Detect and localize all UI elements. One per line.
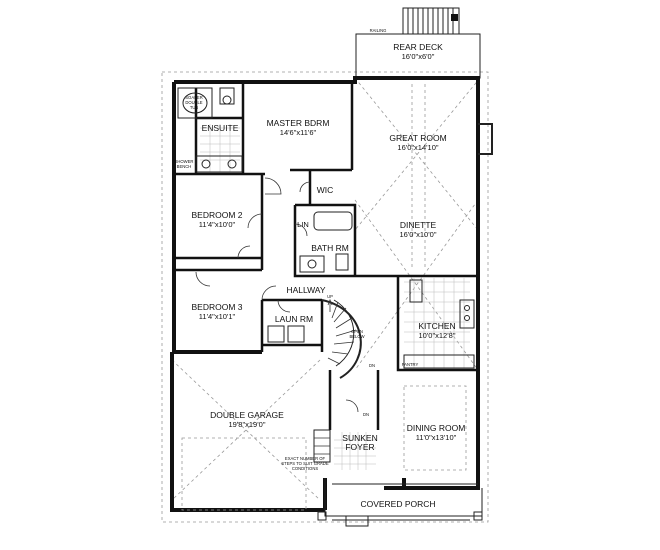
tub-label-3: TUB [190,105,199,110]
dining-dim: 11'0"x13'10" [416,433,457,442]
bedroom2-dim: 11'4"x10'0" [199,220,236,229]
garage-name: DOUBLE GARAGE [210,410,284,420]
bedroom3-name: BEDROOM 3 [191,302,242,312]
kitchen-fixtures [403,279,475,369]
great-room-name: GREAT ROOM [389,133,446,143]
hallway-label: HALLWAY [286,285,325,295]
stair-dn-label: DN [369,363,375,368]
kitchen-tiles [404,278,470,368]
ensuite-tiles [200,124,240,172]
master-name: MASTER BDRM [267,118,330,128]
laundry-fixtures [267,325,305,343]
dining-ceiling-outline [403,385,467,471]
porch [317,478,483,527]
curved-stair [321,298,362,379]
foyer-steps [313,429,331,463]
roof-outline [161,71,489,523]
railing-label: RAILING [370,28,387,33]
steps-note-2: STEPS TO SUIT GRADE [281,461,328,466]
open-below-2: BELOW [349,334,364,339]
tub-label-1: SOAKER [185,95,202,100]
foyer-tiles [334,432,376,470]
open-below-1: OPEN [351,329,363,334]
kitchen-name: KITCHEN [418,321,455,331]
dinette-name: DINETTE [400,220,437,230]
rear-deck-name: REAR DECK [393,42,443,52]
bedroom2-name: BEDROOM 2 [191,210,242,220]
rear-deck-dim: 16'0"x6'0" [402,52,435,61]
lin-label: LIN [297,220,309,229]
stair-up-label: UP [327,294,333,299]
bath-fixtures [299,211,353,273]
bath-name: BATH RM [311,243,349,253]
foyer-name-2: FOYER [345,442,374,452]
foyer-dn-label: DN [363,412,369,417]
bedroom3-dim: 11'4"x10'1" [199,312,236,321]
shower-label-2: BENCH [177,164,192,169]
steps-note-1: EXACT NUMBER OF [285,456,326,461]
tub-label-2: DOUBLE [185,100,202,105]
steps-note-3: CONDITIONS [292,466,318,471]
dining-name: DINING ROOM [407,423,466,433]
garage-dim: 19'8"x19'0" [229,420,266,429]
garage-door-outline [181,437,307,511]
kitchen-dim: 10'0"x12'8" [419,331,456,340]
foyer-name-1: SUNKEN [342,433,377,443]
great-room-dim: 16'0"x14'10" [397,143,438,152]
ensuite-fixtures [177,87,243,173]
laundry-name: LAUN RM [275,314,313,324]
ensuite-name: ENSUITE [202,123,239,133]
doors [195,177,359,413]
porch-name: COVERED PORCH [360,499,435,509]
fireplace [478,123,493,155]
dinette-dim: 16'0"x10'0" [400,230,437,239]
wic-label: WIC [317,185,334,195]
pantry-label: PANTRY [402,362,419,367]
master-dim: 14'6"x11'6" [280,128,317,137]
shower-label-1: SHOWER [175,159,194,164]
